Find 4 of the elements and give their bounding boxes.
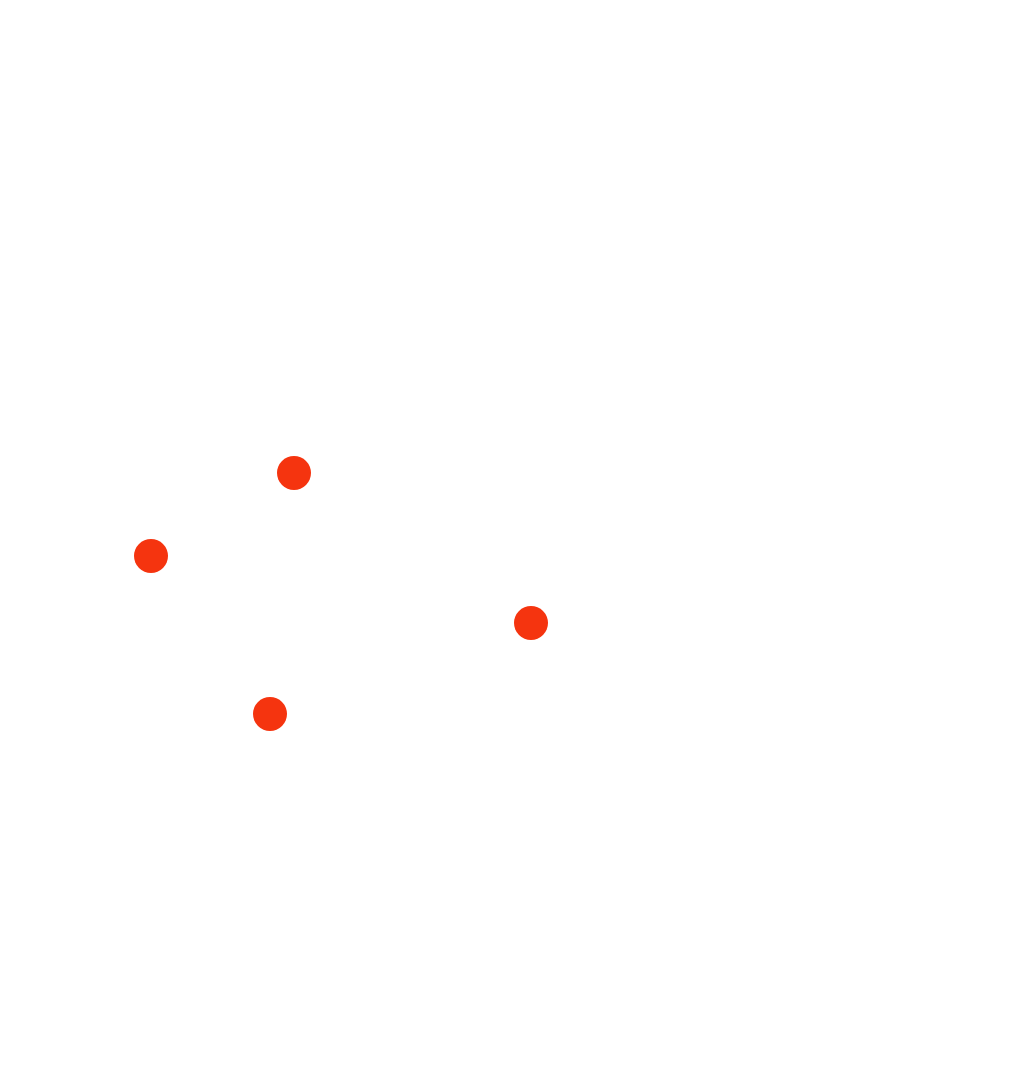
dot xyxy=(514,606,548,640)
dot xyxy=(277,456,311,490)
dot xyxy=(134,539,168,573)
dot xyxy=(253,697,287,731)
